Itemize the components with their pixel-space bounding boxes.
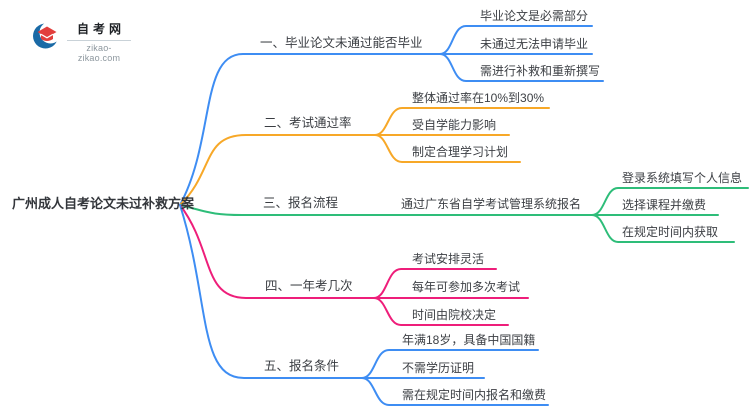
site-name: 自考网 — [67, 20, 131, 41]
branch-4-child-1: 考试安排灵活 — [412, 252, 485, 266]
branch-3-connectors — [179, 187, 749, 243]
branch-3-child-2: 选择课程并缴费 — [622, 198, 707, 212]
branch-3-child-3: 在规定时间内获取 — [622, 225, 719, 239]
branch-5-child-3: 需在规定时间内报名和缴费 — [402, 388, 547, 402]
branch-1-label: 一、毕业论文未通过能否毕业 — [260, 36, 423, 50]
branch-2-child-1: 整体通过率在10%到30% — [412, 91, 545, 105]
branch-2-connectors — [179, 107, 550, 206]
central-topic: 广州成人自考论文未过补救方案 — [12, 196, 195, 211]
site-logo-text: 自考网 zikao-zikao.com — [67, 20, 131, 63]
branch-4-child-3: 时间由院校决定 — [412, 308, 497, 322]
branch-4-child-2: 每年可参加多次考试 — [412, 280, 521, 294]
branch-2-label: 二、考试通过率 — [264, 116, 352, 130]
branch-1-child-1: 毕业论文是必需部分 — [480, 9, 589, 23]
branch-3-child-1: 登录系统填写个人信息 — [622, 171, 743, 185]
branch-1-child-2: 未通过无法申请毕业 — [480, 37, 589, 51]
branch-3-label: 三、报名流程 — [263, 196, 339, 210]
branch-2-child-3: 制定合理学习计划 — [412, 145, 509, 159]
branch-4-connectors — [179, 204, 529, 326]
site-domain: zikao-zikao.com — [77, 43, 121, 63]
branch-3-subtopic: 通过广东省自学考试管理系统报名 — [401, 197, 582, 211]
branch-1-child-3: 需进行补救和重新撰写 — [480, 64, 601, 78]
branch-2-child-2: 受自学能力影响 — [412, 118, 497, 132]
branch-5-child-2: 不需学历证明 — [402, 361, 475, 375]
branch-5-label: 五、报名条件 — [264, 359, 340, 373]
site-logo: 自考网 zikao-zikao.com — [33, 20, 131, 63]
branch-1-connectors — [179, 25, 604, 206]
branch-4-label: 四、一年考几次 — [265, 279, 353, 293]
graduation-cap-icon — [33, 22, 60, 49]
branch-5-child-1: 年满18岁，具备中国国籍 — [402, 333, 536, 347]
branch-5-connectors — [179, 204, 549, 406]
